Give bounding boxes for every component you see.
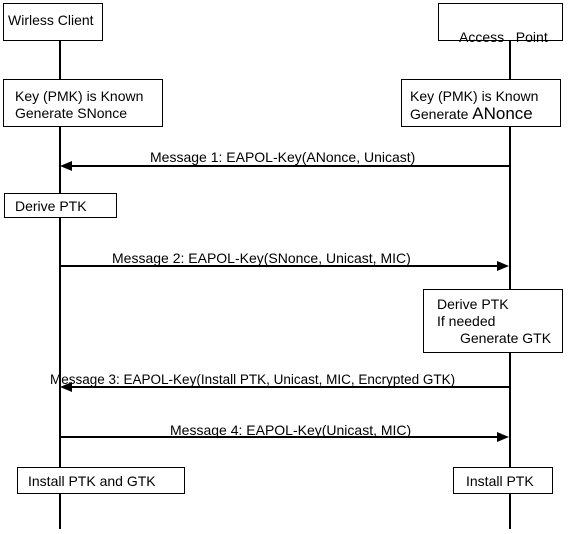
client-participant-label: Wirless Client [8,12,94,28]
ap-derive-line3: Generate GTK [460,330,552,346]
ap-pmk-line2-prefix: Generate [410,106,473,122]
ap-derive-line1: Derive PTK [437,296,509,312]
message-3-arrowhead [60,382,72,392]
ap-pmk-line1: Key (PMK) is Known [410,88,539,104]
message-1-label: Message 1: EAPOL-Key(ANonce, Unicast) [150,149,416,165]
message-3-label: Message 3: EAPOL-Key(Install PTK, Unicas… [50,372,456,387]
client-lifeline [59,41,61,529]
ap-pmk-line2: Generate ANonce [410,105,560,123]
client-participant-box: Wirless Client [3,3,103,41]
ap-install-box: Install PTK [453,467,553,494]
ap-lifeline [509,41,511,529]
client-pmk-line1: Key (PMK) is Known [15,88,144,104]
client-install-label: Install PTK and GTK [28,473,156,489]
message-2-label: Message 2: EAPOL-Key(SNonce, Unicast, MI… [112,250,411,266]
ap-pmk-box: Key (PMK) is Known Generate ANonce [401,79,561,127]
client-pmk-box: Key (PMK) is Known Generate SNonce [3,79,163,127]
ap-pmk-anonce: ANonce [472,104,533,123]
ap-install-label: Install PTK [466,473,534,489]
ap-participant-label: Access Point [459,29,548,45]
message-1-arrowhead [60,161,72,171]
message-4-label: Message 4: EAPOL-Key(Unicast, MIC) [170,422,412,438]
message-2-arrowhead [497,261,509,271]
message-4-arrowhead [497,432,509,442]
ap-derive-box: Derive PTK If needed Generate GTK [423,289,563,353]
client-pmk-line2: Generate SNonce [15,105,128,121]
client-install-box: Install PTK and GTK [17,467,185,494]
ap-derive-line2: If needed [437,313,496,329]
ap-participant-box: Access Point [438,3,563,45]
client-derive-box: Derive PTK [4,193,117,218]
client-derive-label: Derive PTK [15,198,87,214]
